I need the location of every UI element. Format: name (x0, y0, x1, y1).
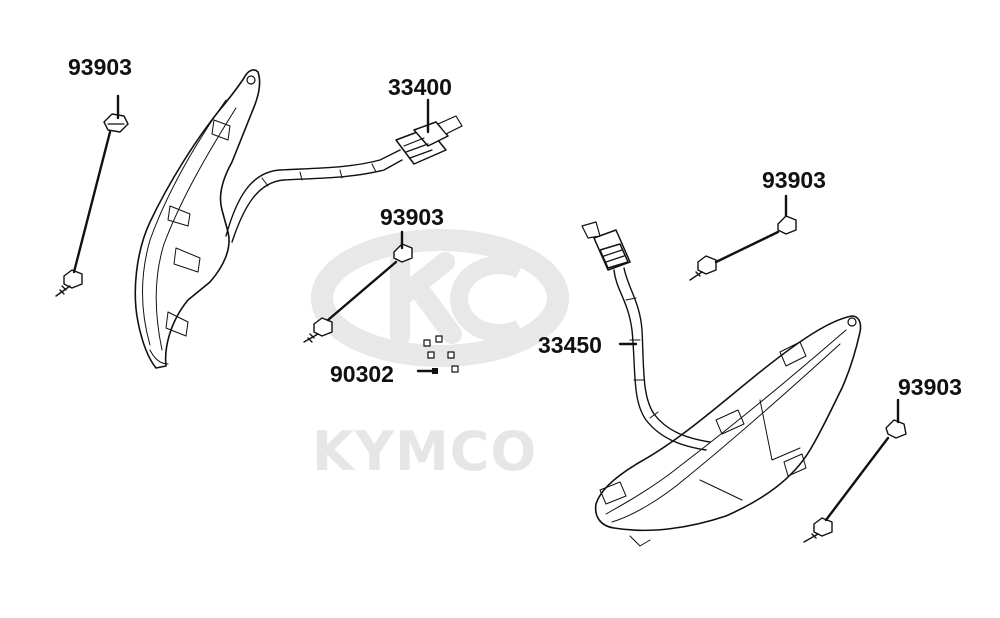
right-turn-signal-assembly[interactable] (594, 315, 862, 547)
leader-lines (72, 94, 900, 522)
screw-icon-right-upper-bottom[interactable] (689, 255, 717, 281)
screw-icon-right-upper-top[interactable] (777, 215, 797, 235)
part-label-33450: 33450 (538, 332, 602, 358)
connector-33450[interactable] (581, 221, 631, 271)
screw-icon-right-lower-bottom[interactable] (803, 517, 833, 543)
part-label-93903-top-left: 93903 (68, 54, 132, 80)
part-label-93903-right-upper: 93903 (762, 167, 826, 193)
part-label-93903-center: 93903 (380, 204, 444, 230)
right-wire-harness (613, 267, 711, 451)
screw-icon-right-lower-top[interactable] (885, 419, 907, 439)
left-turn-signal-assembly[interactable] (134, 69, 261, 369)
part-label-33400: 33400 (388, 74, 452, 100)
screw-icon-top-left-lower[interactable] (55, 269, 83, 297)
connector-33400[interactable] (395, 115, 463, 165)
part-label-93903-right-lower: 93903 (898, 374, 962, 400)
screw-icon-top-left-upper[interactable] (103, 113, 129, 133)
left-wire-harness (225, 149, 403, 243)
clips-90302[interactable] (416, 335, 459, 374)
watermark-text: KYMCO (312, 420, 537, 483)
kymco-watermark-logo (311, 229, 569, 367)
screw-icon-center-lower[interactable] (303, 317, 333, 343)
part-label-90302: 90302 (330, 361, 394, 387)
